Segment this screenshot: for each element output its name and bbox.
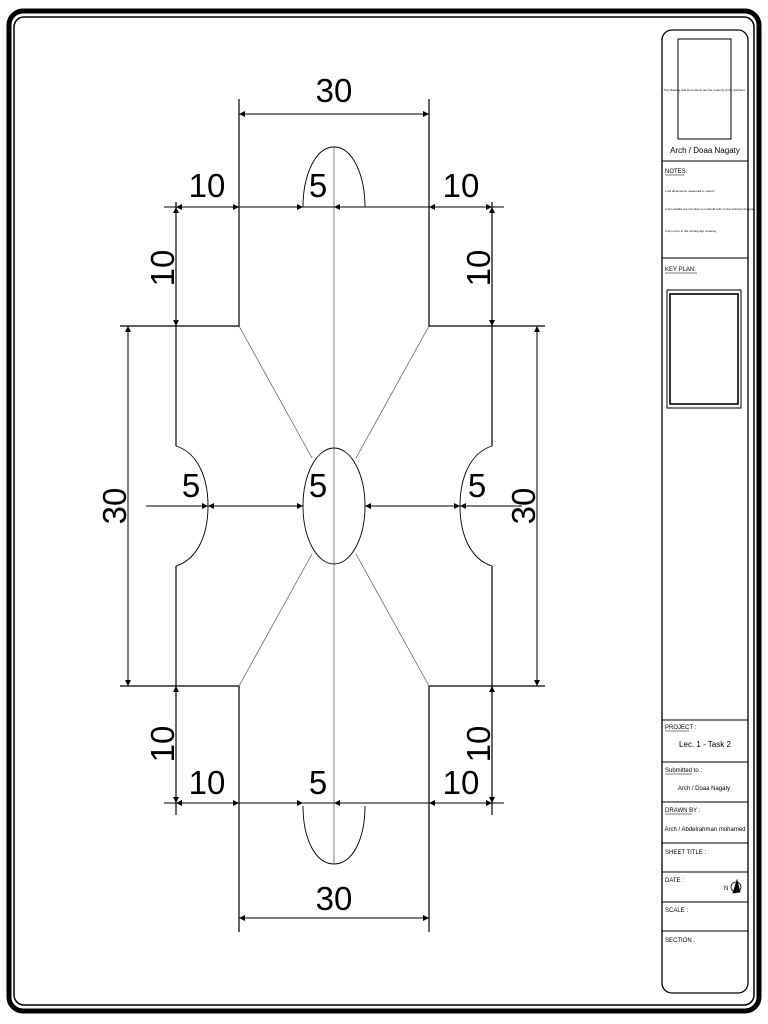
drawn-label: DRAWN BY : bbox=[665, 808, 701, 814]
dimension-lines bbox=[125, 111, 540, 921]
scale-label: SCALE : bbox=[665, 908, 688, 914]
note-2: 2-Any details are not clear you should r… bbox=[665, 207, 755, 211]
north-label: N bbox=[724, 886, 728, 892]
logo-caption: Arch / Doaa Nagaty bbox=[670, 146, 740, 155]
inner-border bbox=[13, 16, 755, 1006]
dimension-labels: 30 30 10 10 5 10 10 5 5 5 5 30 30 10 10 … bbox=[96, 72, 542, 917]
section-label: SECTION : bbox=[665, 938, 695, 944]
dim-top-30: 30 bbox=[316, 72, 353, 109]
dim-bottom-5: 5 bbox=[309, 764, 327, 801]
logo-box bbox=[677, 38, 732, 140]
title-block: This drawing and its contents are the pr… bbox=[661, 29, 755, 994]
north-arrow-icon bbox=[730, 878, 742, 894]
dim-bottom-right-10: 10 bbox=[443, 764, 480, 801]
dim-right-30: 30 bbox=[505, 488, 542, 525]
logo-text: This drawing and its contents are the pr… bbox=[663, 88, 745, 92]
project-label: PROJECT : bbox=[665, 725, 697, 731]
dim-bottom-left-10: 10 bbox=[189, 764, 226, 801]
dim-top-left-10: 10 bbox=[189, 167, 226, 204]
dim-left-30: 30 bbox=[96, 488, 133, 525]
submitted-value: Arch / Doaa Nagaty bbox=[678, 786, 730, 792]
date-label: DATE : bbox=[665, 878, 684, 884]
dim-left-5: 5 bbox=[182, 467, 200, 504]
drawn-value: Arch / Abdelrahman mohamed bbox=[664, 827, 745, 833]
sheet-title-label: SHEET TITLE : bbox=[665, 850, 706, 856]
construction-lines bbox=[238, 147, 430, 864]
dim-right-upper-10: 10 bbox=[460, 250, 497, 287]
outer-border bbox=[6, 8, 762, 1014]
dim-top-right-10: 10 bbox=[443, 167, 480, 204]
key-plan-label: KEY PLAN: bbox=[665, 267, 696, 273]
notes-label: NOTES: bbox=[665, 169, 688, 175]
dim-right-5: 5 bbox=[468, 467, 486, 504]
dim-right-lower-10: 10 bbox=[460, 726, 497, 763]
dim-top-5: 5 bbox=[309, 167, 327, 204]
project-value: Lec. 1 - Task 2 bbox=[679, 740, 731, 749]
dim-left-lower-10: 10 bbox=[144, 726, 181, 763]
note-1: 1-All dimensions measured in meters bbox=[665, 189, 715, 193]
dim-left-upper-10: 10 bbox=[144, 250, 181, 287]
dim-bottom-30: 30 bbox=[316, 880, 353, 917]
shape-outline bbox=[120, 99, 545, 932]
submitted-label: Submitted to : bbox=[665, 768, 702, 774]
key-plan-frame bbox=[666, 289, 742, 409]
note-3: 3-Any error in the printing apt. drawing bbox=[665, 229, 716, 233]
dim-center-5: 5 bbox=[309, 467, 327, 504]
